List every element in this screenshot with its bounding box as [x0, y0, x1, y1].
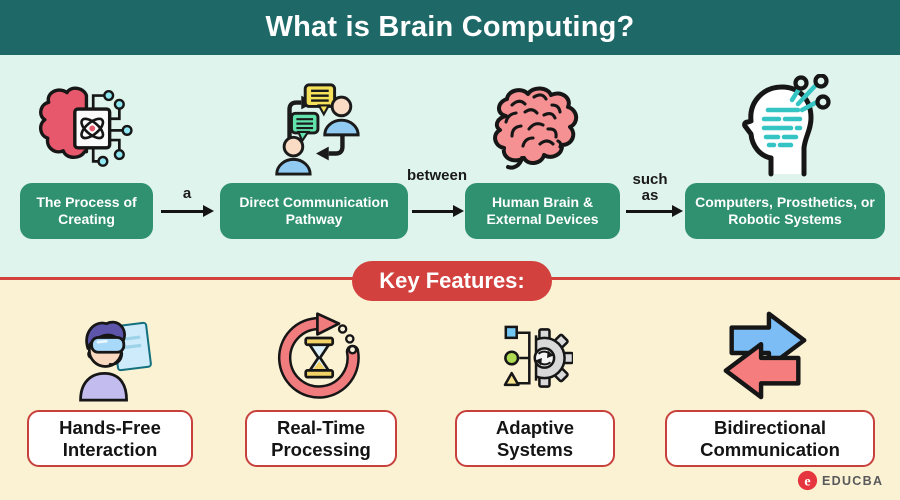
feature-bidirectional-communication: Bidirectional Communication	[665, 410, 875, 467]
connector-label-a: a	[182, 185, 192, 202]
flow-step-label: Human Brain & External Devices	[486, 193, 599, 228]
feature-label: Real-Time Processing	[271, 417, 371, 460]
educba-logo-icon: e	[797, 470, 818, 491]
flow-step-process-of-creating: The Process of Creating	[20, 183, 153, 239]
connector-label-such-as: such as	[632, 171, 668, 204]
key-features-heading: Key Features:	[352, 261, 552, 301]
bidirectional-arrows-icon	[716, 303, 814, 403]
brain-circuit-icon	[36, 82, 133, 172]
educba-logo-text: EDUCBA	[822, 473, 884, 488]
feature-real-time-processing: Real-Time Processing	[245, 410, 397, 467]
svg-text:e: e	[804, 474, 810, 489]
flow-step-direct-communication: Direct Communication Pathway	[220, 183, 408, 239]
flow-step-human-brain: Human Brain & External Devices	[465, 183, 620, 239]
header-banner: What is Brain Computing?	[0, 0, 900, 55]
feature-hands-free-interaction: Hands-Free Interaction	[27, 410, 193, 467]
connector-label-between: between	[406, 167, 467, 184]
flow-step-label: Computers, Prosthetics, or Robotic Syste…	[695, 193, 875, 228]
feature-label: Adaptive Systems	[495, 417, 575, 460]
hourglass-refresh-icon	[276, 311, 366, 401]
feature-adaptive-systems: Adaptive Systems	[455, 410, 615, 467]
adaptive-gear-icon	[489, 316, 573, 400]
feature-label: Bidirectional Communication	[700, 417, 840, 460]
brain-icon	[482, 84, 582, 176]
educba-logo: e EDUCBA	[797, 470, 883, 491]
flow-arrow-2	[412, 205, 464, 217]
flow-arrow-3	[626, 205, 683, 217]
flow-step-computers-prosthetics: Computers, Prosthetics, or Robotic Syste…	[685, 183, 885, 239]
flow-step-label: The Process of Creating	[36, 193, 137, 228]
flow-step-label: Direct Communication Pathway	[239, 193, 389, 228]
flow-arrow-1	[161, 205, 214, 217]
page-title: What is Brain Computing?	[265, 11, 635, 43]
head-circuit-icon	[737, 74, 837, 177]
feature-label: Hands-Free Interaction	[59, 417, 161, 460]
vr-headset-person-icon	[64, 308, 156, 402]
people-communication-icon	[266, 80, 364, 178]
